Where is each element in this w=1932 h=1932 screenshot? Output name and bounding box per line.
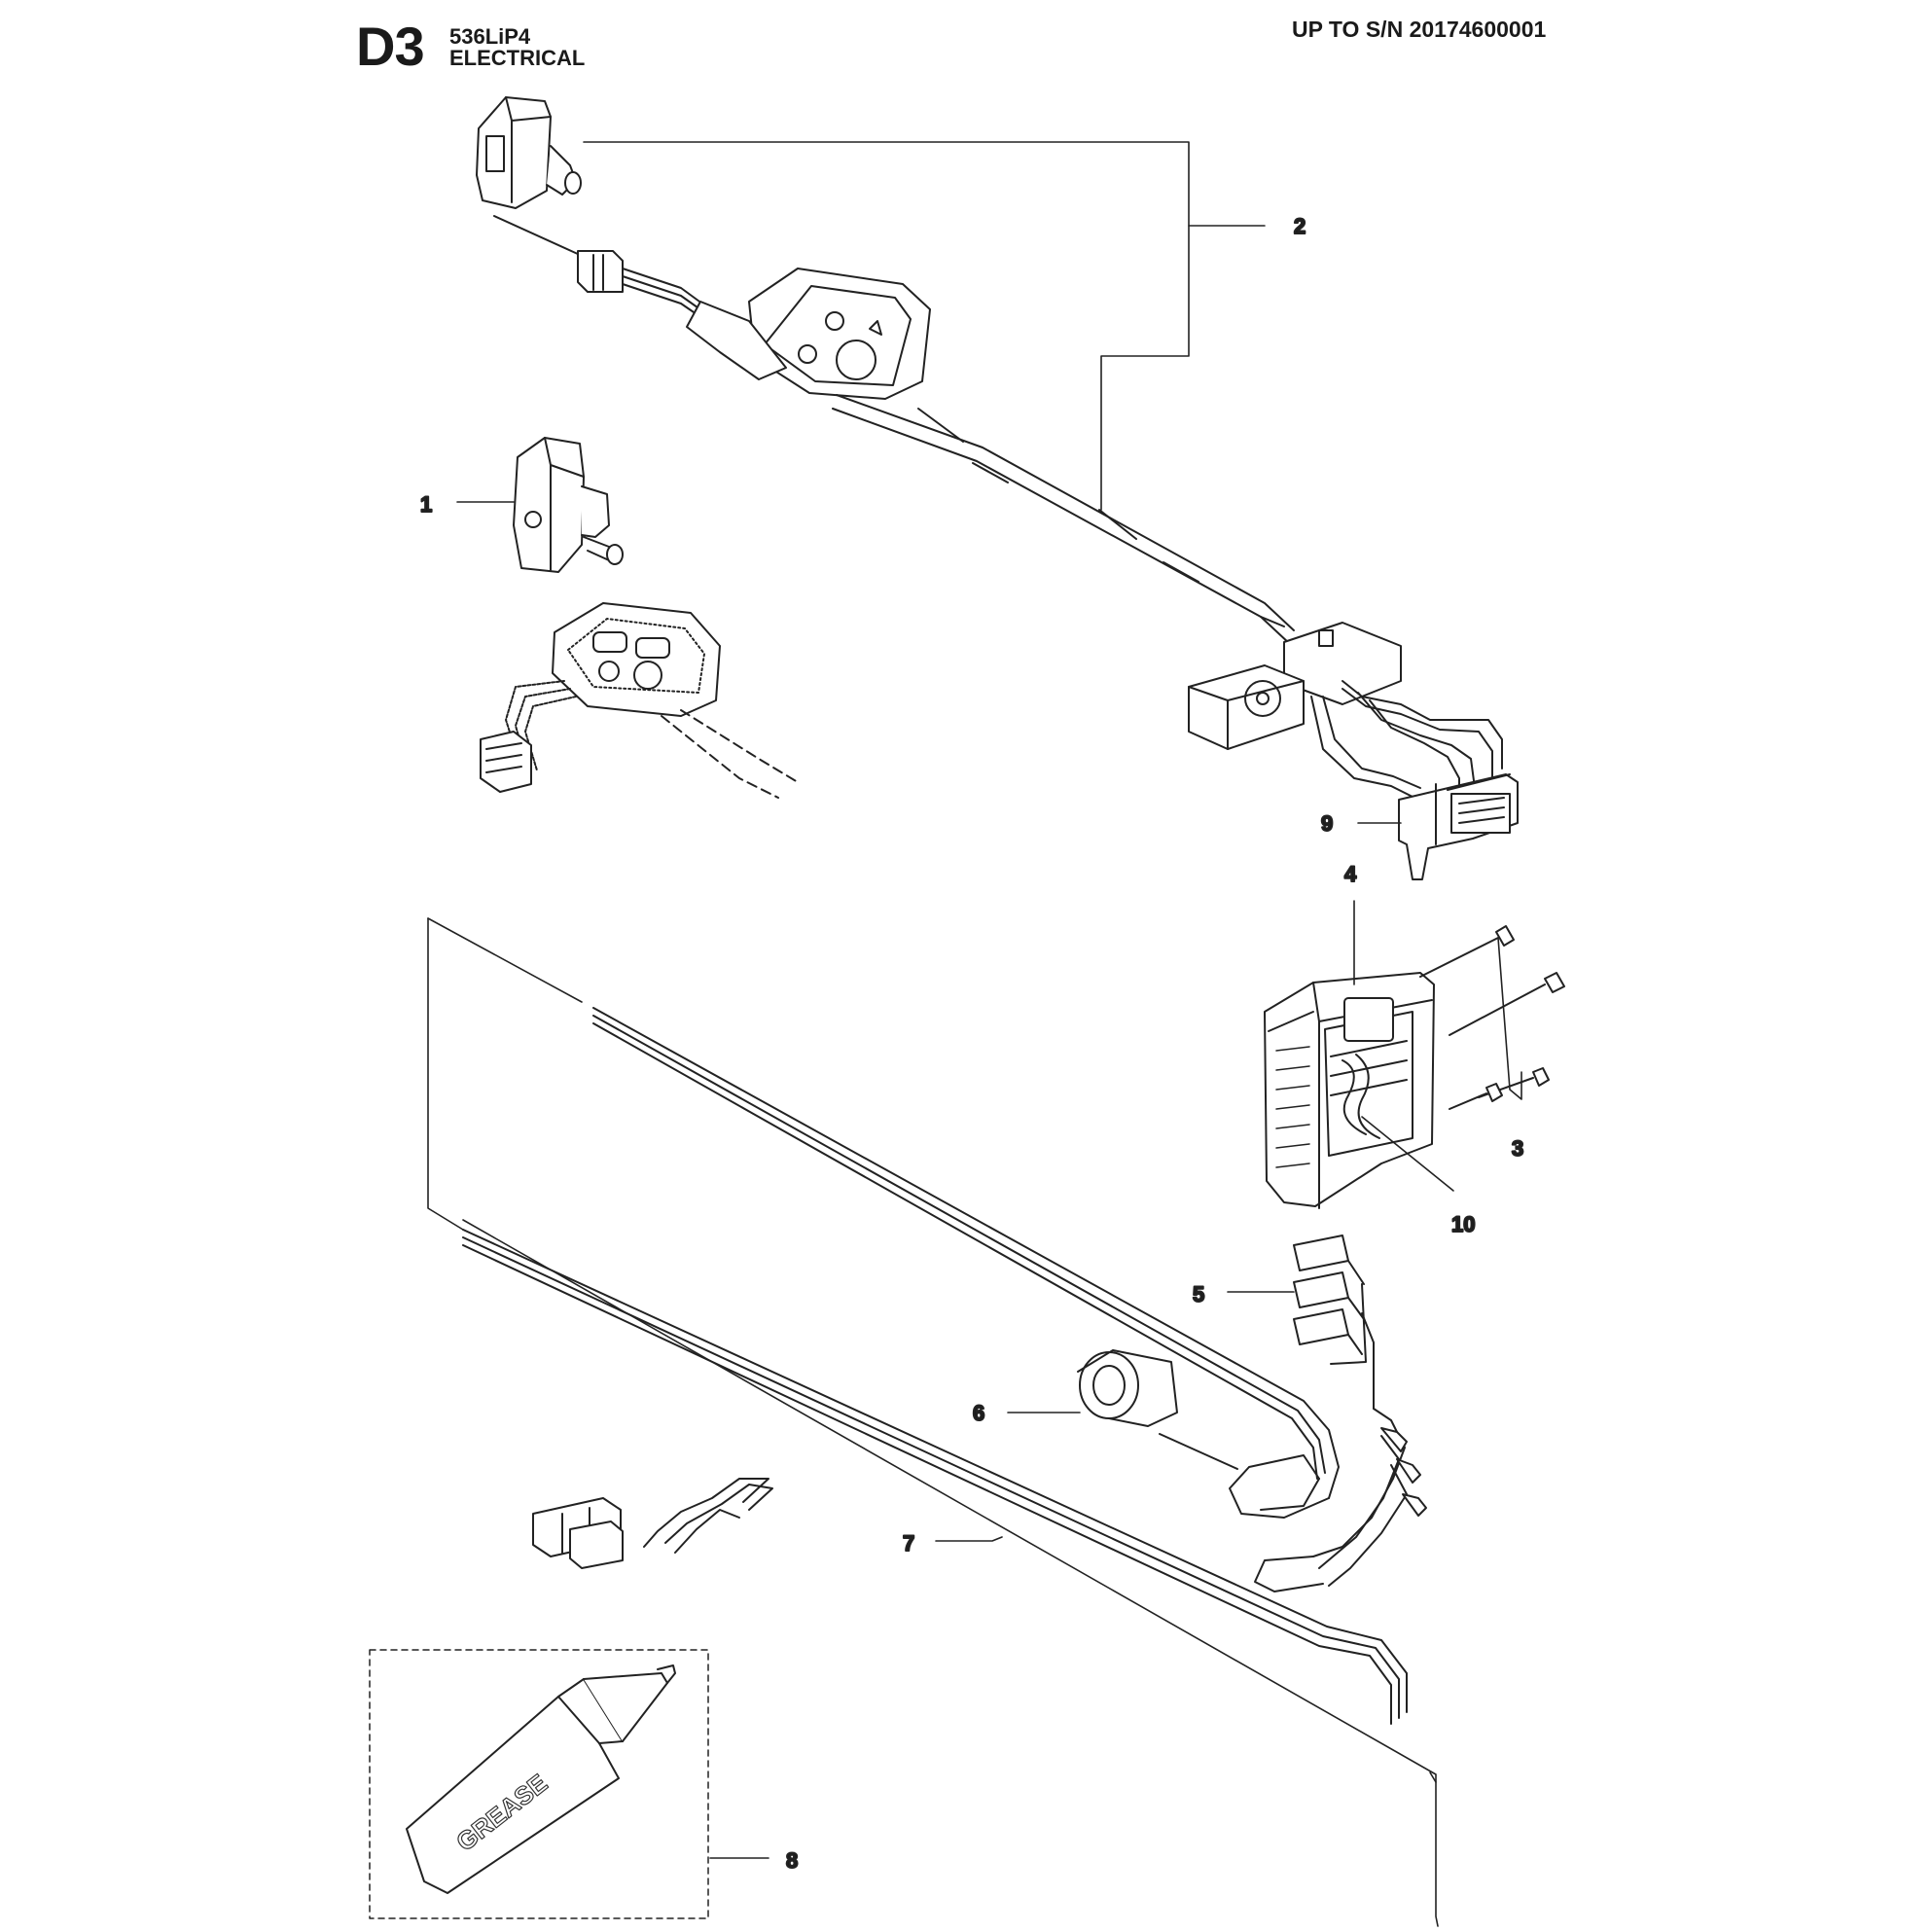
part-3-screws: [1419, 925, 1565, 1110]
callout-5: 5: [1193, 1282, 1204, 1306]
callout-4: 4: [1344, 862, 1357, 886]
callout-3: 3: [1512, 1136, 1523, 1161]
callout-10: 10: [1451, 1212, 1475, 1236]
callout-1: 1: [420, 492, 432, 517]
part-1-switch: [480, 437, 799, 799]
callout-8: 8: [786, 1848, 798, 1873]
serial-range: UP TO S/N 20174600001: [1292, 17, 1547, 42]
callout-6: 6: [973, 1401, 984, 1425]
page-code: D3: [356, 16, 425, 77]
callout-9: 9: [1321, 811, 1333, 836]
part-2-harness: [476, 96, 1503, 799]
part-7-harness: [462, 1007, 1427, 1725]
part-8-grease: [369, 1649, 709, 1919]
callout-7: 7: [903, 1531, 914, 1556]
model-name: 536LiP4: [449, 24, 531, 49]
callout-2: 2: [1294, 214, 1306, 238]
leader-lines: [427, 141, 1522, 1927]
part-9-connector: [1398, 773, 1519, 880]
section-title: ELECTRICAL: [449, 46, 586, 70]
part-4-control-module: [1264, 972, 1435, 1209]
part-6-ferrite: [1077, 1349, 1238, 1470]
part-5-connectors: [1293, 1234, 1375, 1410]
